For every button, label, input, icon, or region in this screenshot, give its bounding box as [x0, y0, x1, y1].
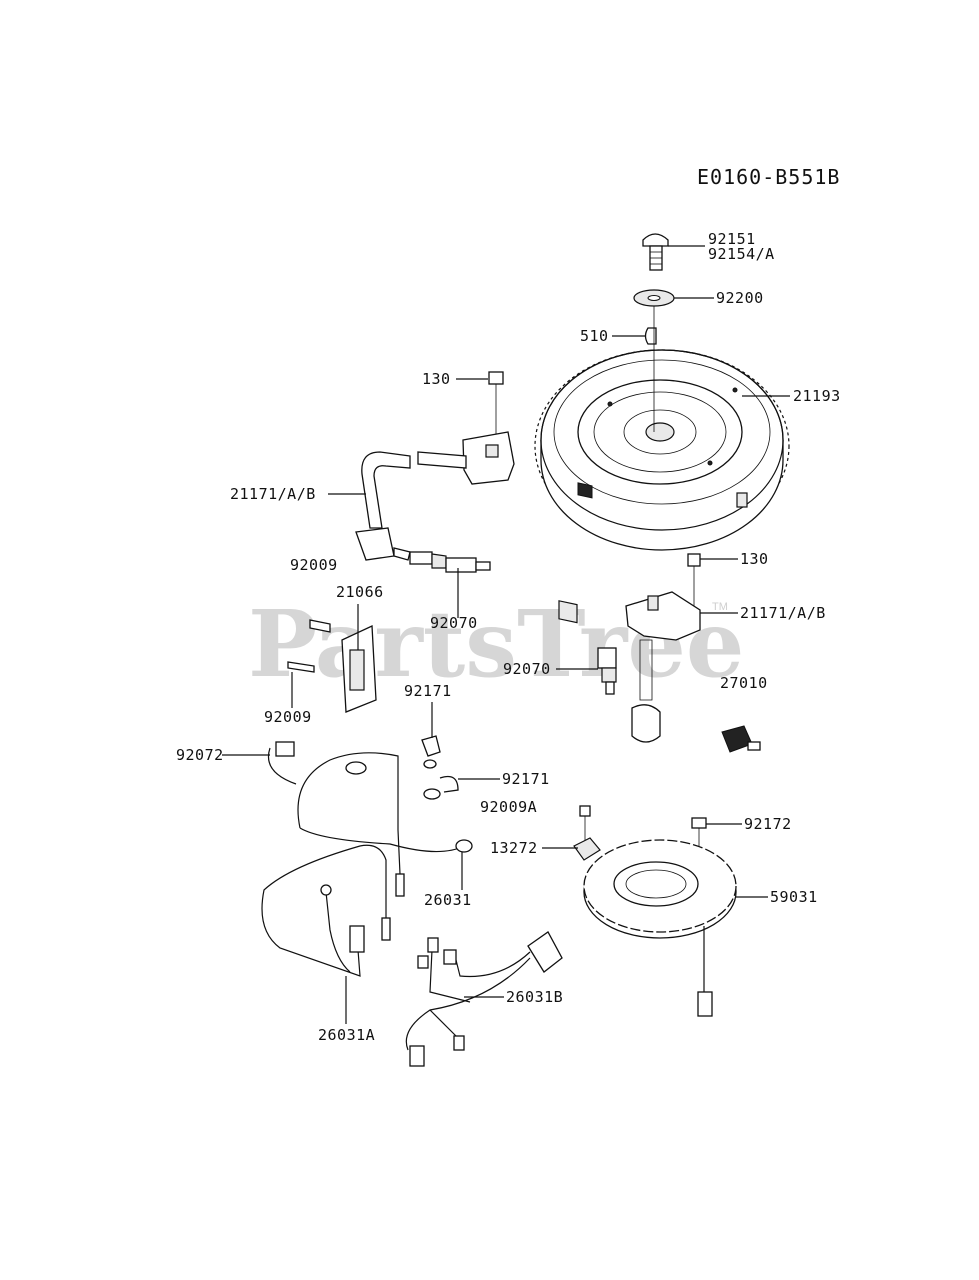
callout-92151[interactable]: 92151 — [708, 230, 756, 248]
callout-92172[interactable]: 92172 — [744, 815, 792, 833]
callout-26031B[interactable]: 26031B — [506, 988, 563, 1006]
bracket-21066[interactable] — [287, 619, 377, 713]
callout-21171-upper[interactable]: 21171/A/B — [230, 485, 316, 503]
ignition-coil-21171-upper[interactable] — [355, 371, 515, 561]
clamp-92171-a[interactable] — [421, 735, 441, 769]
callout-130-lower[interactable]: 130 — [740, 550, 769, 568]
callout-92009A[interactable]: 92009A — [480, 798, 537, 816]
callout-26031[interactable]: 26031 — [424, 891, 472, 909]
callout-21171-lower[interactable]: 21171/A/B — [740, 604, 826, 622]
spark-plug-92070-upper[interactable] — [393, 547, 491, 573]
callout-92171-upper[interactable]: 92171 — [404, 682, 452, 700]
stator-59031[interactable] — [583, 817, 737, 1017]
flywheel-bolt-92151[interactable] — [642, 233, 669, 271]
flywheel-21193[interactable] — [534, 349, 790, 624]
harness-26031[interactable] — [297, 752, 473, 897]
callout-21193[interactable]: 21193 — [793, 387, 841, 405]
callout-92154-a[interactable]: 92154/A — [708, 245, 775, 263]
callout-27010[interactable]: 27010 — [720, 674, 768, 692]
callout-26031A[interactable]: 26031A — [318, 1026, 375, 1044]
callout-59031[interactable]: 59031 — [770, 888, 818, 906]
diagram-code: E0160-B551B — [697, 165, 840, 189]
callout-92070-upper[interactable]: 92070 — [430, 614, 478, 632]
key-510[interactable] — [644, 327, 657, 345]
callout-92070-lower[interactable]: 92070 — [503, 660, 551, 678]
callout-130-upper[interactable]: 130 — [422, 370, 451, 388]
callout-21066[interactable]: 21066 — [336, 583, 384, 601]
callout-92072[interactable]: 92072 — [176, 746, 224, 764]
switch-27010[interactable] — [721, 725, 761, 753]
clip-92072[interactable] — [268, 741, 297, 785]
harness-26031A[interactable] — [261, 844, 391, 977]
watermark-trademark: TM — [712, 601, 728, 613]
leader-lines — [222, 245, 790, 1024]
callout-92009-upper[interactable]: 92009 — [290, 556, 338, 574]
callout-92171-lower[interactable]: 92171 — [502, 770, 550, 788]
callout-13272[interactable]: 13272 — [490, 839, 538, 857]
spark-plug-92070-lower[interactable] — [597, 647, 617, 695]
ignition-coil-21171-lower[interactable] — [625, 553, 701, 743]
washer-92200[interactable] — [633, 289, 675, 307]
callout-labels: 92151 92154/A 92200 510 130 21193 21171/… — [176, 230, 841, 1044]
callout-92009-lower[interactable]: 92009 — [264, 708, 312, 726]
callout-92200[interactable]: 92200 — [716, 289, 764, 307]
harness-26031B[interactable] — [405, 931, 563, 1067]
callout-510[interactable]: 510 — [580, 327, 609, 345]
plate-13272[interactable] — [573, 805, 601, 861]
clamp-92171-b[interactable] — [423, 775, 459, 800]
